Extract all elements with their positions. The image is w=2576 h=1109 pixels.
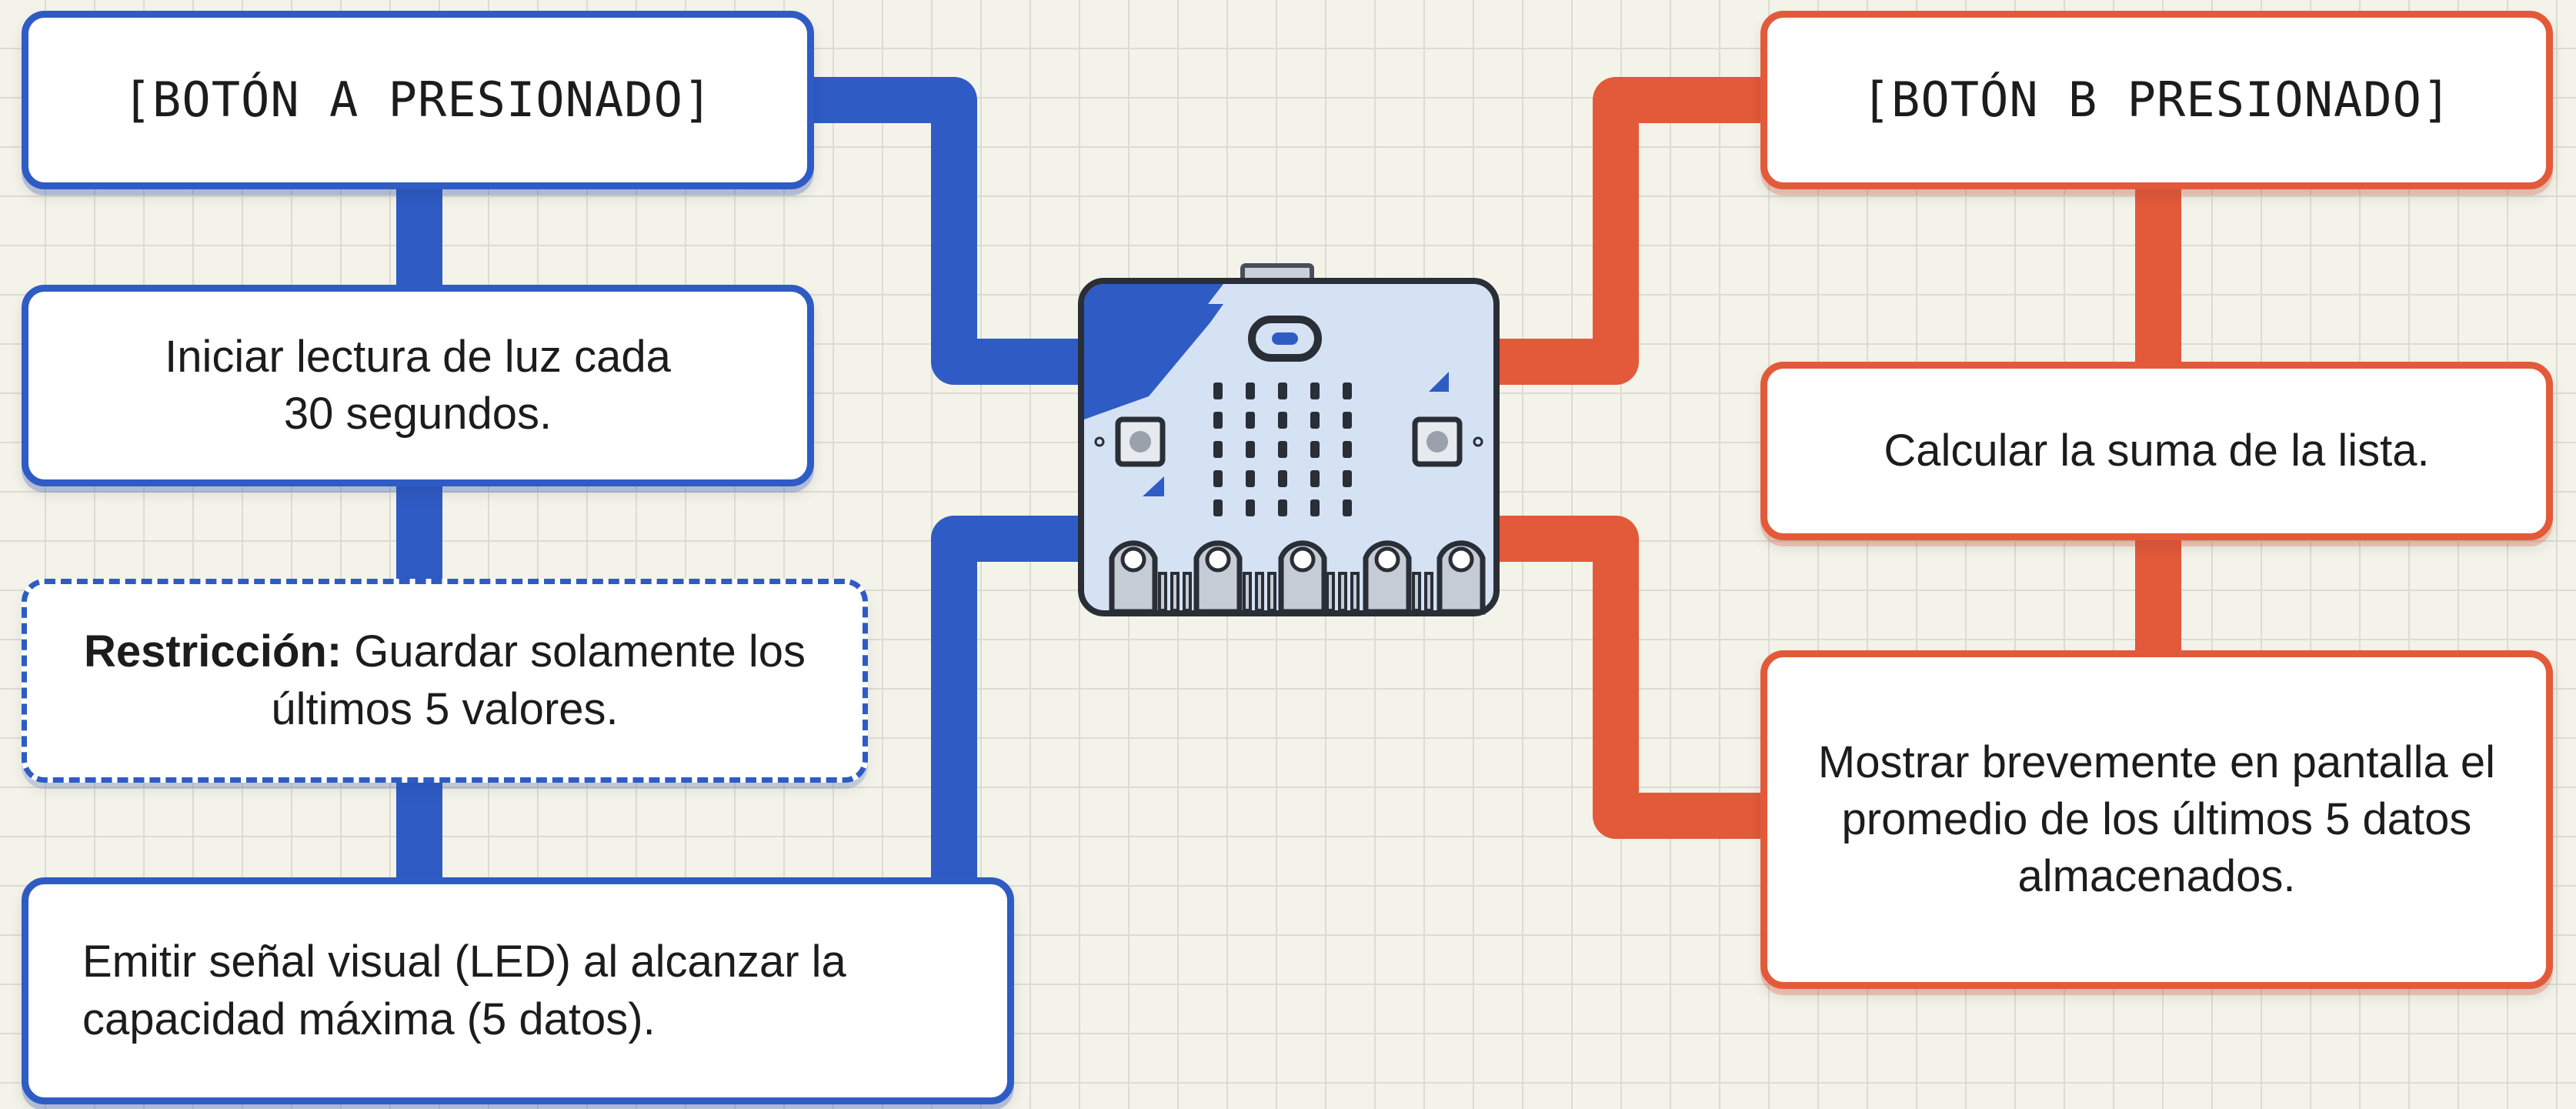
wire-a-result (954, 539, 1085, 893)
wire-a-trigger (800, 100, 1085, 362)
start-reading-step: Iniciar lectura de luz cada 30 segundos. (22, 285, 814, 486)
microbit-board-icon (1073, 258, 1504, 620)
start-reading-text: Iniciar lectura de luz cada 30 segundos. (159, 329, 676, 443)
led-signal-text: Emitir señal visual (LED) al alcanzar la… (82, 934, 938, 1047)
button-b-label: [BOTÓN B PRESIONADO] (1862, 69, 2452, 130)
show-average-step: Mostrar brevemente en pantalla el promed… (1760, 650, 2553, 989)
sum-list-step: Calcular la suma de la lista. (1760, 362, 2553, 540)
show-average-text: Mostrar brevemente en pantalla el promed… (1814, 734, 2500, 906)
wire-b-trigger (1493, 100, 1770, 362)
restriction-body: Guardar solamente los últimos 5 valores. (271, 626, 806, 733)
led-signal-step: Emitir señal visual (LED) al alcanzar la… (22, 877, 1014, 1104)
restriction-text: Restricción: Guardar solamente los últim… (73, 623, 816, 737)
button-a-trigger: [BOTÓN A PRESIONADO] (22, 11, 814, 189)
button-b-trigger: [BOTÓN B PRESIONADO] (1760, 11, 2553, 189)
sum-list-text: Calcular la suma de la lista. (1884, 423, 2429, 479)
restriction-note: Restricción: Guardar solamente los últim… (22, 579, 868, 783)
wire-b-result (1493, 539, 1770, 816)
restriction-label: Restricción: (84, 626, 342, 676)
button-a-label: [BOTÓN A PRESIONADO] (123, 69, 713, 130)
